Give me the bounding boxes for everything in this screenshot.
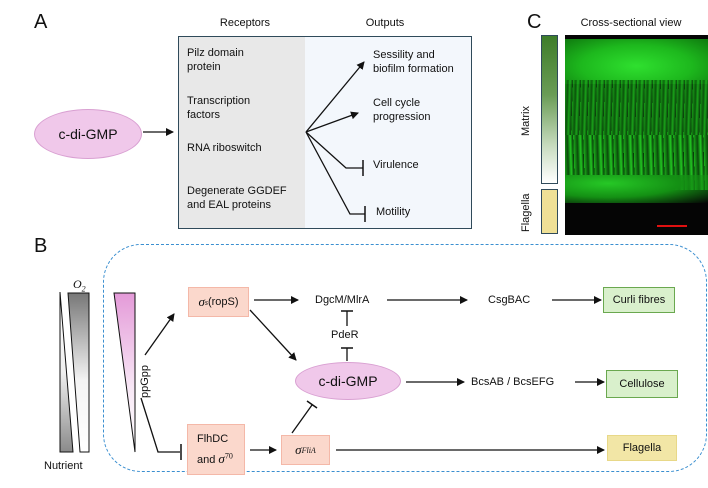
o2-label: O2 xyxy=(73,277,86,294)
panel-b-letter: B xyxy=(34,235,48,257)
arrow-to-sessility xyxy=(305,61,365,133)
flagella-box: Flagella xyxy=(607,435,677,461)
cellulose-box: Cellulose xyxy=(606,370,678,398)
cdigmp-label: c-di-GMP xyxy=(58,126,118,142)
matrix-gradient-bar xyxy=(541,35,558,184)
flagella-bar xyxy=(541,189,558,234)
inhibit-flia-cdigmp-line xyxy=(291,404,313,434)
cdigmp-node-b: c-di-GMP xyxy=(295,362,401,400)
arrow-ppgpp-to-sigma-s xyxy=(144,313,175,356)
receptors-box xyxy=(178,36,306,229)
scale-bar xyxy=(657,225,687,227)
biofilm-middle-layer xyxy=(565,80,708,140)
ppgpp-gradient-wedge xyxy=(113,292,136,453)
panel-c-letter: C xyxy=(527,11,542,33)
dashed-region xyxy=(103,244,707,472)
receptors-header: Receptors xyxy=(219,17,271,29)
nutrient-label: Nutrient xyxy=(44,460,83,472)
microscopy-image xyxy=(565,35,708,235)
bcs-label: BcsAB / BcsEFG xyxy=(471,376,555,388)
flhdc-sigma70-box: FlhDC and σ70 xyxy=(187,424,245,475)
outputs-box xyxy=(305,36,472,229)
cdigmp-node-a: c-di-GMP xyxy=(34,109,142,159)
nutrient-gradient-wedge xyxy=(59,291,74,453)
inhibit-motility-line xyxy=(305,131,365,215)
inhibit-ppgpp-flhdc-line xyxy=(140,397,180,453)
cdigmp-label: c-di-GMP xyxy=(318,373,378,389)
panel-a-letter: A xyxy=(34,11,48,33)
oxygen-gradient-wedge xyxy=(67,292,90,453)
receptor-item: RNA riboswitch xyxy=(187,142,262,154)
arrow-sigma-s-to-cdigmp xyxy=(249,309,297,361)
csgbac-label: CsgBAC xyxy=(488,294,531,306)
biofilm-base-layer xyxy=(565,175,708,203)
inhibit-virulence-line xyxy=(305,131,363,169)
arrow-to-cell-cycle xyxy=(305,111,359,133)
inhibit-flia-cdigmp-bar xyxy=(306,400,318,409)
cross-section-title: Cross-sectional view xyxy=(580,17,682,29)
outputs-header: Outputs xyxy=(365,17,405,29)
output-item: Virulence xyxy=(373,159,419,171)
dgcm-mlra-label: DgcM/MlrA xyxy=(315,294,370,306)
output-item: Motility xyxy=(376,206,411,218)
pder-label: PdeR xyxy=(331,329,359,341)
biofilm-top-layer xyxy=(565,39,708,84)
curli-fibres-box: Curli fibres xyxy=(603,287,675,313)
